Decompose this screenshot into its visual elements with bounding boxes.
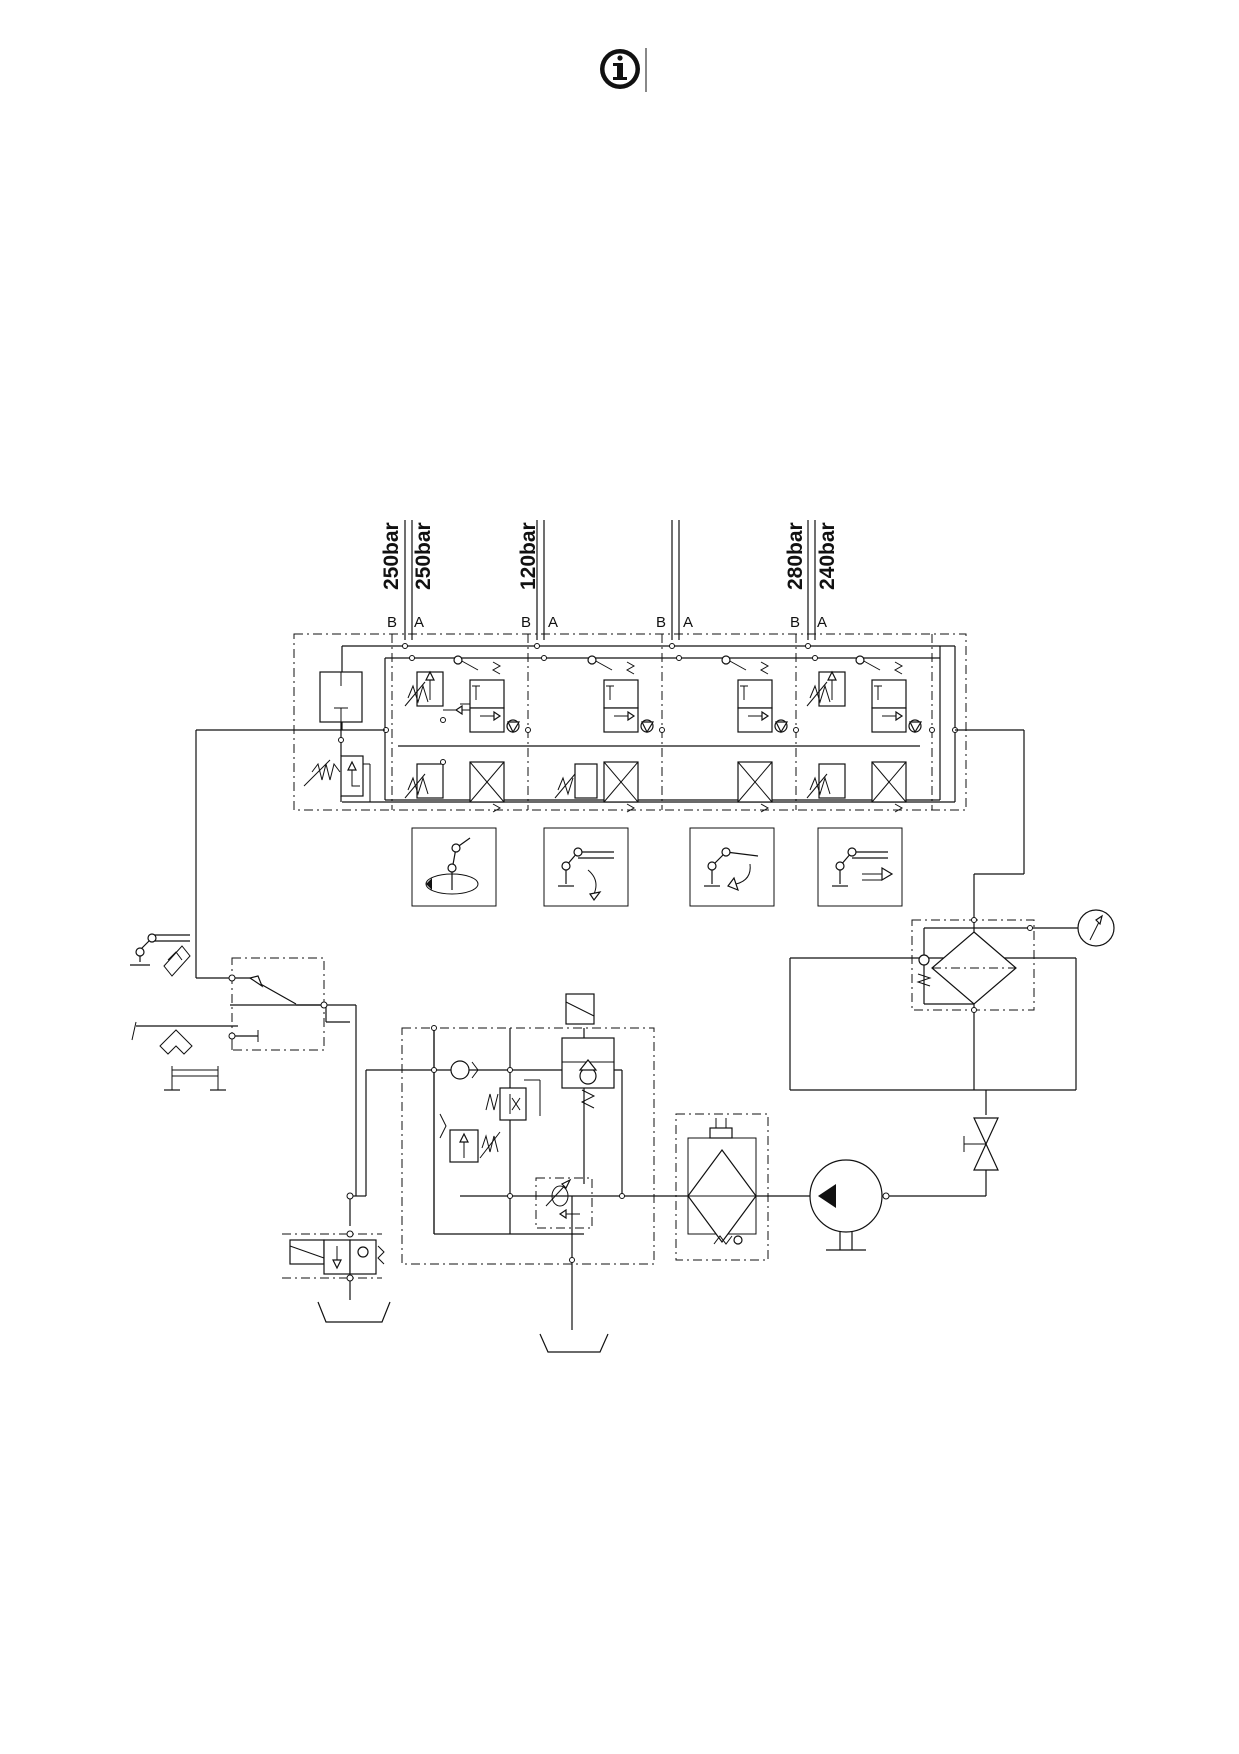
suction-filter xyxy=(675,1113,820,1261)
pressure-label-3: 120bar xyxy=(517,522,540,590)
pressure-label-5: 240bar xyxy=(816,522,839,590)
crane-telescope-icon xyxy=(817,827,903,907)
pressure-labels: 250bar 250bar 120bar 280bar 240bar xyxy=(380,522,839,590)
left-crane-icons xyxy=(130,933,238,1091)
main-lines xyxy=(195,729,1077,1330)
selector-valve xyxy=(228,957,328,1051)
control-valve-block xyxy=(293,633,967,813)
port-a-2: A xyxy=(548,614,558,631)
port-b-3: B xyxy=(656,614,666,631)
crane-arm-icon xyxy=(130,933,191,977)
outrigger-icon xyxy=(131,1021,238,1091)
pressure-label-1: 250bar xyxy=(380,522,403,590)
port-b-2: B xyxy=(521,614,531,631)
crane-jib-fold-icon xyxy=(689,827,775,907)
tank-left xyxy=(317,1301,391,1323)
port-a-4: A xyxy=(817,614,827,631)
crane-boom-lift-icon xyxy=(543,827,629,907)
valve-section-2 xyxy=(534,643,655,813)
port-labels: B A B A B A B A xyxy=(387,614,827,631)
function-icons xyxy=(411,827,903,907)
crane-slew-icon xyxy=(411,827,497,907)
port-b-1: B xyxy=(387,614,397,631)
port-a-3: A xyxy=(683,614,693,631)
valve-section-4 xyxy=(805,643,923,813)
tank-center xyxy=(539,1333,609,1353)
return-filter xyxy=(911,909,1115,1013)
service-lines xyxy=(404,520,816,640)
port-b-4: B xyxy=(790,614,800,631)
info-icon xyxy=(600,48,647,92)
port-a-1: A xyxy=(414,614,424,631)
solenoid-valve xyxy=(282,1192,385,1282)
pressure-gauge-icon xyxy=(1077,909,1115,947)
pressure-label-2: 250bar xyxy=(412,522,435,590)
valve-section-3 xyxy=(669,643,789,813)
inlet-section xyxy=(303,671,371,802)
hydraulic-pump xyxy=(809,1159,890,1251)
priority-valve-block xyxy=(401,993,655,1265)
shutoff-valve xyxy=(963,1117,999,1171)
pressure-label-4: 280bar xyxy=(784,522,807,590)
valve-section-1 xyxy=(402,643,521,813)
